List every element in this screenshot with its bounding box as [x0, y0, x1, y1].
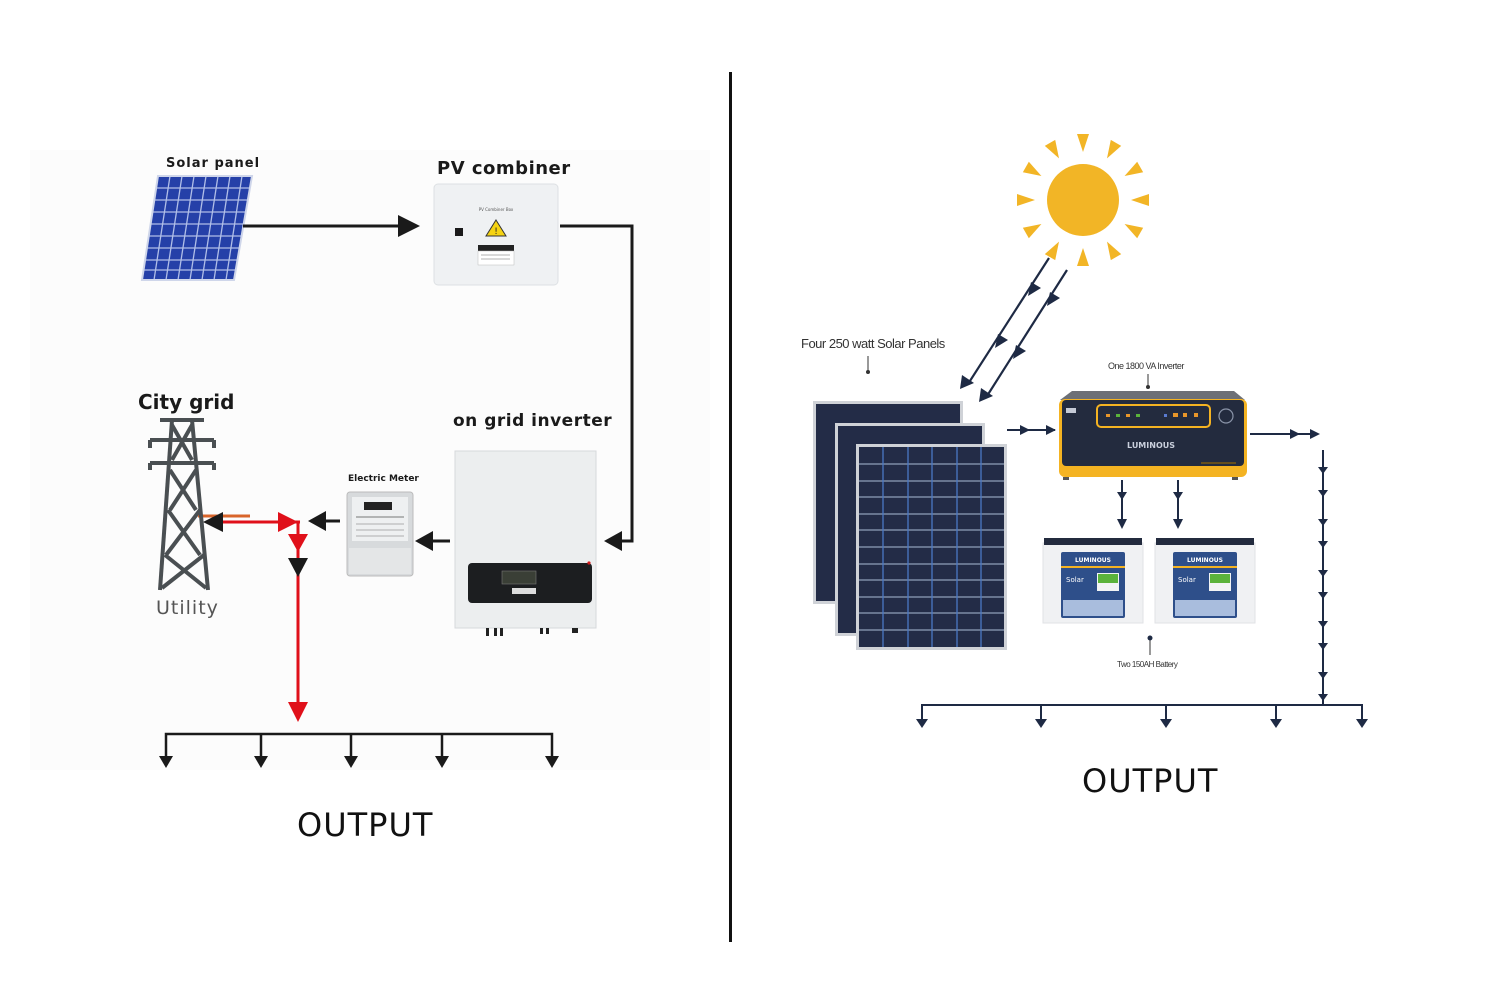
output-arrow — [1356, 719, 1368, 728]
arrowhead — [203, 512, 223, 532]
arrowhead — [278, 512, 298, 532]
inverter-label: One 1800 VA Inverter — [1108, 361, 1184, 371]
on-grid-inverter-icon — [454, 450, 597, 636]
output-arrow — [159, 756, 173, 768]
ray-arrow — [1047, 292, 1060, 306]
arrowhead — [1173, 492, 1183, 500]
output-arrow — [344, 756, 358, 768]
electric-meter-icon — [346, 491, 414, 577]
output-arrow — [545, 756, 559, 768]
svg-text:!: ! — [494, 227, 498, 237]
output-arrow — [1035, 719, 1047, 728]
solar-panel-icon — [140, 175, 254, 281]
battery-2-icon — [1154, 538, 1256, 624]
on-grid-inverter-label: on grid inverter — [453, 411, 613, 431]
arrowhead — [604, 531, 622, 551]
center-divider — [729, 72, 732, 942]
arrowhead — [398, 215, 420, 237]
ray-arrow — [960, 375, 974, 389]
transmission-tower-icon — [148, 418, 216, 591]
arrowhead — [1046, 425, 1056, 435]
battery-label: Two 150AH Battery — [1117, 660, 1178, 669]
arrowhead — [1020, 425, 1030, 435]
pv-combiner-box-text: PV Combiner Box — [479, 207, 514, 212]
battery-1-product: Solar — [1066, 576, 1084, 584]
ray-arrow — [1013, 345, 1026, 359]
city-grid-label: City grid — [138, 390, 235, 414]
battery-2-product: Solar — [1178, 576, 1196, 584]
arrowhead — [288, 534, 308, 552]
arrowhead — [288, 702, 308, 722]
solar-panels-icon — [813, 401, 1007, 650]
output-bus-left — [164, 732, 554, 758]
arrowhead — [1290, 429, 1300, 439]
output-bus-right — [921, 704, 1363, 722]
output-arrow — [1270, 719, 1282, 728]
ray-arrow — [979, 388, 993, 402]
sunlight-rays — [967, 257, 1068, 397]
battery-1-icon — [1042, 538, 1144, 624]
arrowhead — [288, 558, 308, 577]
output-label-right: OUTPUT — [1082, 762, 1219, 800]
pv-combiner-label: PV combiner — [437, 158, 571, 179]
ray-arrow — [1028, 282, 1041, 296]
solar-panel-front — [856, 444, 1007, 650]
flow-combiner-to-inverter — [560, 224, 634, 543]
arrowhead — [415, 531, 433, 551]
left-diagram-background — [30, 150, 710, 770]
arrowhead — [1173, 519, 1183, 529]
output-arrow — [254, 756, 268, 768]
output-arrow — [1160, 719, 1172, 728]
pointer-dot — [866, 370, 870, 374]
output-label-left: OUTPUT — [297, 806, 434, 844]
vertical-flow-arrows — [1318, 467, 1328, 701]
pointer-dot — [1146, 385, 1150, 389]
arrowhead — [1117, 519, 1127, 529]
pointer-dot — [1147, 635, 1153, 641]
electric-meter-label: Electric Meter — [348, 474, 419, 484]
inverter-brand-text: LUMINOUS — [1127, 441, 1175, 450]
output-arrow — [916, 719, 928, 728]
pv-combiner-box-icon: ! — [433, 183, 559, 286]
solar-panel-label: Solar panel — [166, 156, 261, 171]
ray-arrow — [995, 334, 1008, 348]
arrowhead — [1310, 429, 1320, 439]
arrowhead — [308, 511, 326, 531]
arrowhead — [1117, 492, 1127, 500]
inverter-icon — [1059, 391, 1247, 480]
sun-icon — [1017, 134, 1149, 266]
output-arrow — [435, 756, 449, 768]
solar-panels-label: Four 250 watt Solar Panels — [801, 336, 945, 351]
battery-2-brand: LUMINOUS — [1187, 557, 1223, 564]
battery-1-brand: LUMINOUS — [1075, 557, 1111, 564]
utility-label: Utility — [156, 597, 219, 619]
on-grid-diagram: ! PV Combiner Box — [140, 175, 634, 768]
